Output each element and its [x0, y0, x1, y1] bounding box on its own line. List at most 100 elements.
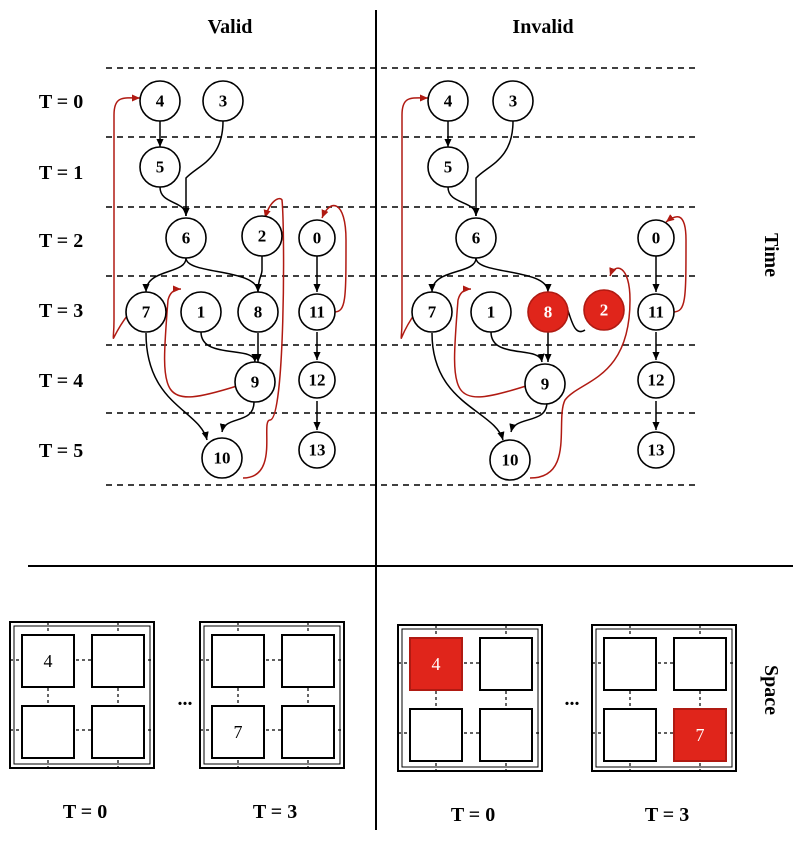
edge: [447, 186, 480, 217]
invalid-node-8-highlighted: 8: [527, 291, 569, 333]
node-label: 3: [509, 92, 518, 111]
time-row-label-5: T = 5: [39, 440, 83, 462]
invalid-node-0: 0: [637, 219, 675, 257]
space-panel-1: 7 T = 3: [199, 621, 345, 823]
invalid-node-11: 11: [637, 293, 675, 331]
edge: [475, 257, 552, 293]
space-panel-inner-frame: [401, 628, 539, 768]
node-label: 7: [428, 303, 437, 322]
tile-highlighted: [673, 708, 727, 762]
valid-node-9: 9: [234, 361, 276, 403]
edge: [509, 401, 548, 433]
node-label: 9: [251, 373, 260, 392]
valid-node-3: 3: [202, 80, 244, 122]
valid-node-10: 10: [201, 437, 243, 479]
node-label: 0: [313, 229, 322, 248]
edge: [112, 94, 141, 339]
valid-node-6: 6: [165, 217, 207, 259]
edge: [242, 197, 285, 479]
node-label: 11: [648, 303, 664, 322]
node-label: 6: [472, 229, 481, 248]
edge: [142, 257, 187, 293]
edge: [321, 205, 347, 313]
edge: [529, 267, 631, 479]
valid-edges: [142, 120, 321, 441]
space-panel-0: 4 T = 0: [9, 621, 155, 823]
node-label: 1: [487, 303, 496, 322]
space-panel-time-label: T = 0: [63, 801, 107, 823]
edge: [145, 332, 209, 441]
tile-label: 4: [432, 654, 441, 674]
edge: [472, 120, 514, 216]
invalid-node-3: 3: [492, 80, 534, 122]
valid-red-edges: [112, 94, 347, 479]
node-label: 2: [258, 227, 267, 246]
space-panel-inner-frame: [13, 625, 151, 765]
time-row-label-2: T = 2: [39, 230, 83, 252]
edge: [400, 94, 429, 339]
invalid-edges: [428, 120, 660, 441]
node-label: 7: [142, 303, 151, 322]
valid-node-7: 7: [125, 291, 167, 333]
tile-label: 7: [234, 722, 243, 742]
tile-label: 4: [44, 651, 53, 671]
node-label: 11: [309, 303, 325, 322]
invalid-node-5: 5: [427, 146, 469, 188]
space-panel-inner-frame: [203, 625, 341, 765]
invalid-node-13: 13: [637, 431, 675, 469]
node-label: 8: [254, 303, 263, 322]
node-label: 5: [156, 158, 165, 177]
node-label: 3: [219, 92, 228, 111]
edge: [200, 331, 259, 363]
tile: [21, 634, 75, 688]
valid-header: Valid: [208, 16, 253, 38]
edge: [163, 285, 238, 398]
space-panel-3: 7T = 3: [591, 624, 737, 826]
valid-node-2: 2: [241, 215, 283, 257]
tile: [603, 637, 657, 691]
edge: [159, 186, 190, 217]
edge: [453, 285, 527, 398]
node-label: 1: [197, 303, 206, 322]
tile: [479, 637, 533, 691]
space-panels: 4T = 07T = 34T = 07T = 3: [9, 621, 737, 826]
node-label: 13: [648, 441, 665, 460]
time-row-label-4: T = 4: [39, 370, 83, 392]
valid-node-1: 1: [180, 291, 222, 333]
node-label: 4: [444, 92, 453, 111]
valid-node-8: 8: [237, 291, 279, 333]
invalid-node-9: 9: [524, 363, 566, 405]
node-label: 4: [156, 92, 165, 111]
invalid-node-6: 6: [455, 217, 497, 259]
invalid-node-1: 1: [470, 291, 512, 333]
tile: [91, 634, 145, 688]
space-panel-2: 4T = 0: [397, 624, 543, 826]
space-axis-label: Space: [760, 665, 782, 715]
node-label: 12: [309, 371, 326, 390]
tile-label: 7: [696, 725, 705, 745]
valid-graph-nodes: 4 3 5 6 2 0 7 1 8 11 9 12 10 13: [125, 80, 336, 479]
edge: [219, 401, 255, 433]
node-label: 5: [444, 158, 453, 177]
node-label: 10: [214, 449, 231, 468]
invalid-node-12: 12: [637, 361, 675, 399]
valid-node-0: 0: [298, 219, 336, 257]
space-panel-time-label: T = 3: [253, 801, 297, 823]
node-label: 0: [652, 229, 661, 248]
invalid-node-7: 7: [411, 291, 453, 333]
invalid-node-4: 4: [427, 80, 469, 122]
edge: [665, 214, 687, 313]
valid-ellipsis: ...: [178, 688, 193, 710]
invalid-graph-nodes: 4 3 5 6 0 7 1 8 2 11 9 12 10 13: [411, 80, 675, 481]
invalid-header: Invalid: [512, 16, 573, 38]
valid-node-13: 13: [298, 431, 336, 469]
invalid-ellipsis: ...: [565, 688, 580, 710]
valid-node-11: 11: [298, 293, 336, 331]
edge: [428, 257, 477, 293]
time-axis-label: Time: [760, 233, 782, 277]
tile-highlighted: [409, 637, 463, 691]
node-label: 9: [541, 375, 550, 394]
tile: [211, 634, 265, 688]
